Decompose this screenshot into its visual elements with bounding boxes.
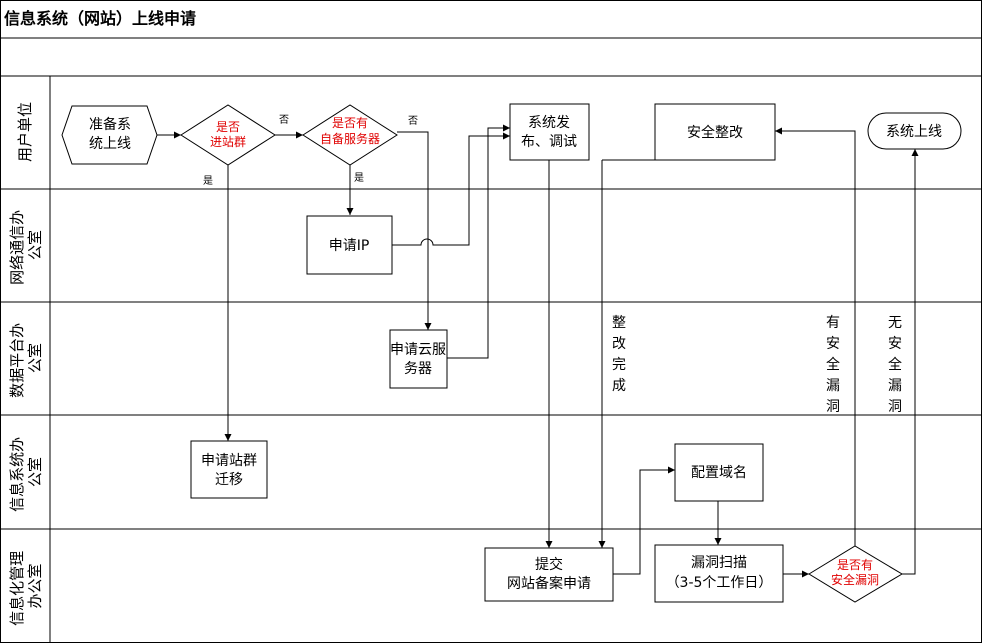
edge-label-fix-done: 整 改 完 成 (612, 315, 626, 394)
submit-filing-label: 提交 (535, 556, 563, 573)
prepare-label: 准备系 (89, 116, 131, 133)
apply-ip-box (306, 215, 393, 275)
config-domain-label: 配置域名 (691, 465, 747, 481)
decision-group-label: 进站群 (210, 135, 246, 149)
lane-label-line: 公室 (26, 343, 44, 373)
connectors (157, 124, 919, 578)
edge-ip-to-deploy (392, 132, 510, 246)
decision-vuln-label: 是否有 (837, 558, 873, 572)
deploy-label: 布、调试 (521, 134, 577, 150)
decision-group-label: 是否 (216, 120, 240, 134)
edge-label-char: 整 (612, 315, 626, 331)
node-apply-cloud: 申请云服 务器 (389, 329, 448, 389)
edge-label-server-yes: 是 (354, 172, 364, 184)
decision-server-label: 自备服务器 (320, 131, 380, 146)
vuln-scan-box (654, 544, 784, 603)
edge-server-no (397, 131, 432, 330)
edge-label-char: 漏 (888, 378, 902, 394)
edge-label-no-vuln: 无 安 全 漏 洞 (888, 315, 902, 415)
lane-label-line: 公室 (26, 457, 44, 487)
edge-filing-to-domain (613, 466, 675, 575)
node-deploy: 系统发 布、调试 (509, 103, 590, 161)
node-security-fix: 安全整改 (654, 103, 776, 161)
node-go-live: 系统上线 (867, 112, 962, 150)
submit-filing-label: 网站备案申请 (507, 575, 591, 592)
edge-label-char: 有 (826, 315, 840, 331)
edge-has-vuln (775, 127, 856, 546)
node-submit-filing: 提交 网站备案申请 (484, 547, 614, 602)
lane-label-info-system-office: 信息系统办 公室 (8, 432, 44, 512)
edge-label-group-yes: 是 (203, 175, 213, 187)
lane-label-network-office: 网络通信办 公室 (8, 205, 44, 285)
node-prepare: 准备系 统上线 (61, 105, 158, 165)
apply-migration-label: 迁移 (215, 472, 243, 488)
go-live-terminal (867, 112, 962, 150)
decision-server: 是否有 自备服务器 (302, 104, 398, 166)
lane-label-line: 信息化管理 (8, 551, 26, 626)
prepare-hexagon (61, 105, 158, 165)
apply-migration-label: 申请站群 (201, 453, 257, 469)
vuln-scan-label: （3-5个工作日） (666, 575, 773, 591)
security-fix-box (654, 103, 776, 161)
prepare-label: 统上线 (89, 136, 131, 152)
node-config-domain: 配置域名 (674, 443, 764, 502)
edge-label-char: 全 (826, 356, 840, 373)
edge-label-char: 安 (826, 336, 840, 352)
edge-label-char: 安 (888, 336, 902, 352)
submit-filing-box (484, 547, 614, 602)
lane-label-informatization-office: 信息化管理 办公室 (8, 546, 44, 626)
decision-server-diamond (302, 104, 398, 166)
node-apply-ip: 申请IP (306, 215, 393, 275)
edge-label-char: 改 (612, 336, 626, 352)
lane-label-line: 网络通信办 (8, 210, 26, 285)
apply-cloud-label: 务器 (404, 361, 432, 377)
lane-label-line: 数据平台办 (8, 323, 26, 398)
decision-vuln: 是否有 安全漏洞 (808, 545, 903, 603)
security-fix-label: 安全整改 (687, 124, 743, 141)
decision-vuln-diamond (808, 545, 903, 603)
edge-label-server-no: 否 (408, 115, 418, 127)
edge-label-char: 洞 (888, 399, 902, 415)
lane-label-user-unit: 用户单位 (16, 102, 34, 162)
edge-label-group-no: 否 (279, 114, 289, 126)
lane-label-line: 办公室 (26, 563, 44, 608)
node-vuln-scan: 漏洞扫描 （3-5个工作日） (654, 544, 784, 603)
config-domain-box (674, 443, 764, 502)
edge-label-char: 无 (888, 315, 902, 331)
decision-group: 是否 进站群 (180, 104, 276, 166)
edge-label-char: 完 (612, 357, 626, 373)
lane-label-line: 公室 (26, 230, 44, 260)
lane-label-line: 信息系统办 (8, 437, 26, 512)
go-live-label: 系统上线 (886, 124, 942, 140)
decision-group-diamond (180, 104, 276, 166)
edge-cloud-to-deploy (447, 124, 510, 359)
edge-label-char: 漏 (826, 378, 840, 394)
apply-cloud-label: 申请云服 (390, 342, 446, 358)
node-apply-migration: 申请站群 迁移 (190, 440, 268, 499)
decision-vuln-label: 安全漏洞 (831, 572, 879, 587)
apply-ip-label: 申请IP (329, 238, 370, 254)
deploy-label: 系统发 (528, 115, 570, 131)
apply-migration-box (190, 440, 268, 499)
vuln-scan-label: 漏洞扫描 (691, 555, 747, 571)
edge-label-char: 成 (612, 378, 626, 394)
lane-label-data-platform-office: 数据平台办 公室 (8, 318, 44, 398)
deploy-box (509, 103, 590, 161)
edge-label-has-vuln: 有 安 全 漏 洞 (826, 315, 840, 415)
edge-no-vuln (902, 149, 919, 575)
apply-cloud-box (389, 329, 448, 389)
page-title: 信息系统（网站）上线申请 (4, 9, 196, 28)
edge-label-char: 洞 (826, 399, 840, 415)
edge-label-char: 全 (888, 356, 902, 373)
decision-server-label: 是否有 (332, 116, 368, 130)
